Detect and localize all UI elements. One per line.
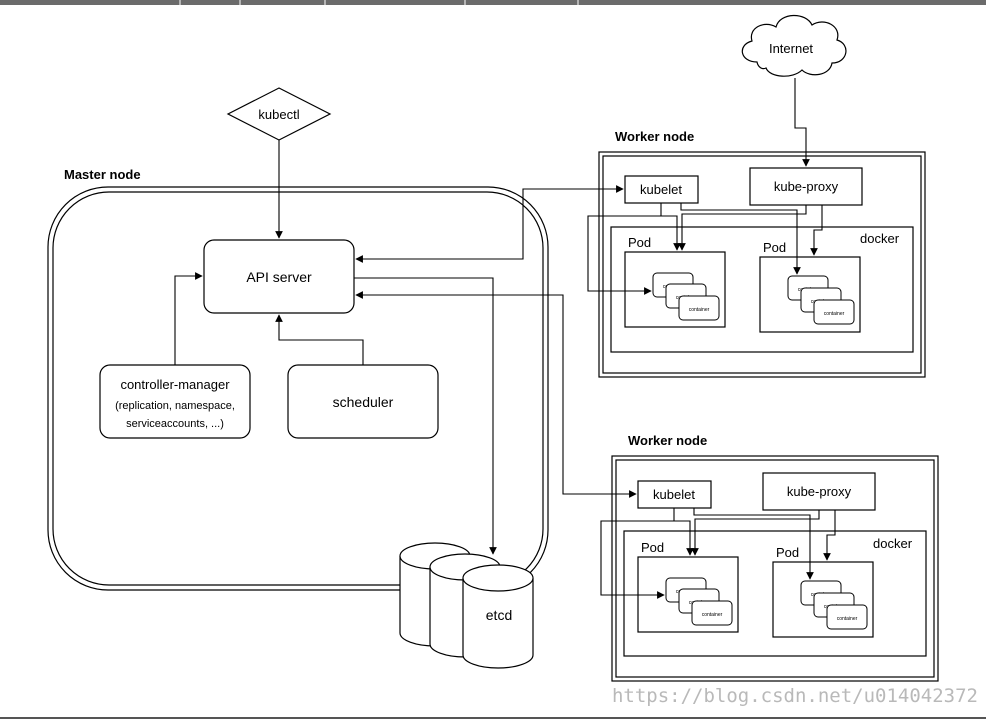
- worker-1-pod-1-container-3: container: [689, 307, 710, 313]
- worker-2-pod-2: Pod container container container: [772, 545, 874, 638]
- worker-2-title: Worker node: [628, 433, 707, 448]
- w2-kubelet-to-pod1: [674, 520, 694, 556]
- worker-2-docker-label: docker: [873, 536, 913, 551]
- controller-to-api-arrow: [174, 272, 203, 365]
- scheduler-to-api-arrow: [275, 314, 364, 365]
- w1-kubelet-to-pod1: [661, 215, 681, 251]
- worker-1-kube-proxy-label: kube-proxy: [774, 179, 839, 194]
- worker-1-kubelet-label: kubelet: [640, 182, 682, 197]
- worker-1-pod-1-label: Pod: [628, 235, 651, 250]
- api-worker1-kubelet-arrow: [355, 185, 624, 263]
- worker-2-kubelet-label: kubelet: [653, 487, 695, 502]
- api-server-label: API server: [246, 269, 312, 285]
- internet-to-proxy-arrow: [794, 78, 810, 167]
- controller-manager-detail-1: (replication, namespace,: [115, 400, 235, 412]
- connectors: [174, 78, 836, 599]
- w2-kubelet-to-pod1-container: [600, 508, 675, 599]
- internet-label: Internet: [769, 41, 813, 56]
- w1-proxy-to-pod2: [810, 205, 823, 256]
- kubectl-node: kubectl: [226, 87, 332, 141]
- worker-2-pod-1-label: Pod: [641, 540, 664, 555]
- worker-1-pod-2-label: Pod: [763, 240, 786, 255]
- worker-2-pod-2-container-3: container: [837, 616, 858, 622]
- worker-2-pod-1-container-3: container: [702, 612, 723, 618]
- worker-2-pod-2-label: Pod: [776, 545, 799, 560]
- w2-proxy-to-pod1: [691, 510, 820, 556]
- w2-kubelet-to-pod2: [693, 508, 814, 580]
- worker-2-kube-proxy: kube-proxy: [762, 472, 876, 511]
- scheduler-label: scheduler: [333, 394, 394, 410]
- controller-manager-detail-2: serviceaccounts, ...): [126, 418, 224, 430]
- kubectl-label: kubectl: [258, 107, 299, 122]
- worker-2-kubelet: kubelet: [637, 480, 712, 509]
- api-server-box: API server: [203, 239, 355, 314]
- worker-1-docker-label: docker: [860, 231, 900, 246]
- w1-proxy-to-pod1: [678, 205, 807, 251]
- worker-1-docker: docker: [610, 226, 914, 353]
- worker-1-pod-2-container-3: container: [824, 311, 845, 317]
- worker-2-pod-1: Pod container container container: [637, 540, 739, 633]
- etcd-label: etcd: [486, 607, 512, 623]
- etcd-database: etcd: [399, 542, 534, 669]
- w1-kubelet-to-pod1-container: [587, 203, 662, 295]
- worker-1-kubelet: kubelet: [624, 175, 699, 204]
- scheduler-box: scheduler: [287, 364, 439, 439]
- w2-proxy-to-pod2: [823, 510, 836, 561]
- top-bar: [0, 0, 986, 5]
- worker-1-container: [598, 151, 926, 378]
- watermark: https://blog.csdn.net/u014042372: [612, 685, 978, 707]
- worker-2-kube-proxy-label: kube-proxy: [787, 484, 852, 499]
- worker-1-kube-proxy: kube-proxy: [749, 167, 863, 206]
- worker-2-docker: docker: [623, 530, 927, 657]
- worker-1-pod-1: Pod container container container: [624, 235, 726, 328]
- worker-1-title: Worker node: [615, 129, 694, 144]
- worker-2-container: [611, 455, 939, 682]
- worker-1-pod-2: Pod container container container: [759, 240, 861, 333]
- internet-cloud: Internet: [741, 14, 847, 77]
- controller-manager-label: controller-manager: [120, 377, 230, 392]
- controller-manager-box: controller-manager (replication, namespa…: [99, 364, 251, 439]
- w1-kubelet-to-pod2: [680, 203, 801, 275]
- api-worker2-kubelet-arrow: [355, 291, 637, 498]
- master-node-title: Master node: [64, 167, 141, 182]
